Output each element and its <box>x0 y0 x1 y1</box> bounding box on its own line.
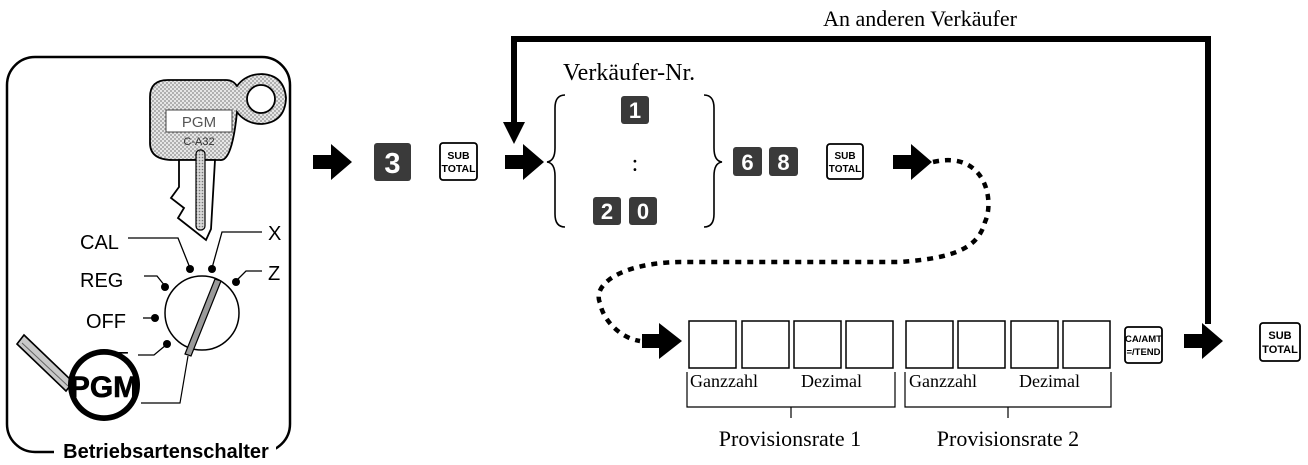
subtotal-key[interactable]: SUB TOTAL <box>1259 322 1301 362</box>
number-key-3-label: 3 <box>384 148 400 180</box>
rate-brackets <box>686 372 1112 418</box>
clerk-key-0-label: 0 <box>637 199 649 224</box>
rate2-digit-box[interactable] <box>957 320 1006 369</box>
mode-switch-caption: Betriebsartenschalter <box>63 441 269 463</box>
caption-gap <box>54 440 276 465</box>
program-key-6-label: 6 <box>741 150 753 175</box>
rate1-digit-box[interactable] <box>741 320 790 369</box>
number-key-3[interactable]: 3 <box>374 143 411 181</box>
magnifier-icon <box>15 333 140 421</box>
rate2-decimal-label: Dezimal <box>1019 371 1080 391</box>
position-reg: REG <box>80 270 123 292</box>
subtotal-key-line2: TOTAL <box>829 164 861 175</box>
rate1-label: Provisionsrate 1 <box>719 426 861 451</box>
dial-pointer <box>184 278 222 357</box>
rate2-integer-label: Ganzzahl <box>909 371 977 391</box>
key-icon: PGM C-A32 <box>149 73 287 242</box>
subtotal-key-line2: TOTAL <box>441 163 476 175</box>
position-z: Z <box>268 263 280 285</box>
ca-amt-tend-key[interactable]: CA/AMT =/TEND <box>1124 326 1163 364</box>
ca-amt-key-line1: CA/AMT <box>1125 334 1162 345</box>
left-brace <box>546 94 566 228</box>
mode-switch-panel: Betriebsartenschalter PGM C-A32 CAL REG … <box>5 55 292 465</box>
rate2-label: Provisionsrate 2 <box>937 426 1079 451</box>
rate2-digit-box[interactable] <box>1062 320 1111 369</box>
subtotal-key[interactable]: SUB TOTAL <box>826 143 864 180</box>
subtotal-key[interactable]: SUB TOTAL <box>439 142 478 181</box>
subtotal-key-line1: SUB <box>447 150 470 162</box>
program-key-8[interactable]: 8 <box>769 147 798 176</box>
ca-amt-key-line2: =/TEND <box>1126 347 1160 358</box>
pgm-badge: PGM <box>70 371 138 404</box>
rate2-digit-box[interactable] <box>905 320 954 369</box>
pgm-leader <box>141 355 189 404</box>
clerk-key-1[interactable]: 1 <box>621 96 649 124</box>
loop-back-label: An anderen Verkäufer <box>823 6 1018 31</box>
arrow-icon <box>1184 323 1223 359</box>
subtotal-key-line1: SUB <box>834 151 855 162</box>
rate2-digit-box[interactable] <box>1010 320 1059 369</box>
clerk-key-2-label: 2 <box>601 199 613 224</box>
key-label-model: C-A32 <box>183 136 214 148</box>
position-off: OFF <box>86 311 126 333</box>
arrow-icon <box>313 144 352 180</box>
position-x: X <box>268 223 281 245</box>
arrow-icon <box>642 323 682 359</box>
rate2-digit-boxes[interactable] <box>905 320 1111 369</box>
position-cal: CAL <box>80 232 119 254</box>
continuation-dotted-line <box>596 157 991 344</box>
clerk-ellipsis: : <box>632 151 639 177</box>
position-leaders <box>128 231 262 356</box>
rate1-digit-boxes[interactable] <box>688 320 894 369</box>
clerk-key-1-label: 1 <box>629 98 641 123</box>
key-label-main: PGM <box>182 114 216 131</box>
rate1-digit-box[interactable] <box>793 320 842 369</box>
position-dots <box>151 265 240 348</box>
right-brace <box>703 94 723 228</box>
subtotal-key-line2: TOTAL <box>1262 344 1298 356</box>
program-key-8-label: 8 <box>777 150 789 175</box>
clerk-number-label: Verkäufer-Nr. <box>563 60 695 86</box>
arrow-icon <box>893 144 932 180</box>
loop-back-line <box>503 36 1211 324</box>
rate1-digit-box[interactable] <box>688 320 737 369</box>
rate1-digit-box[interactable] <box>845 320 894 369</box>
clerk-key-0[interactable]: 0 <box>629 197 657 225</box>
subtotal-key-line1: SUB <box>1268 330 1291 342</box>
clerk-key-2[interactable]: 2 <box>593 197 621 225</box>
program-key-6[interactable]: 6 <box>733 147 762 176</box>
arrow-icon <box>505 144 544 180</box>
rate1-integer-label: Ganzzahl <box>690 371 758 391</box>
rate1-decimal-label: Dezimal <box>801 371 862 391</box>
